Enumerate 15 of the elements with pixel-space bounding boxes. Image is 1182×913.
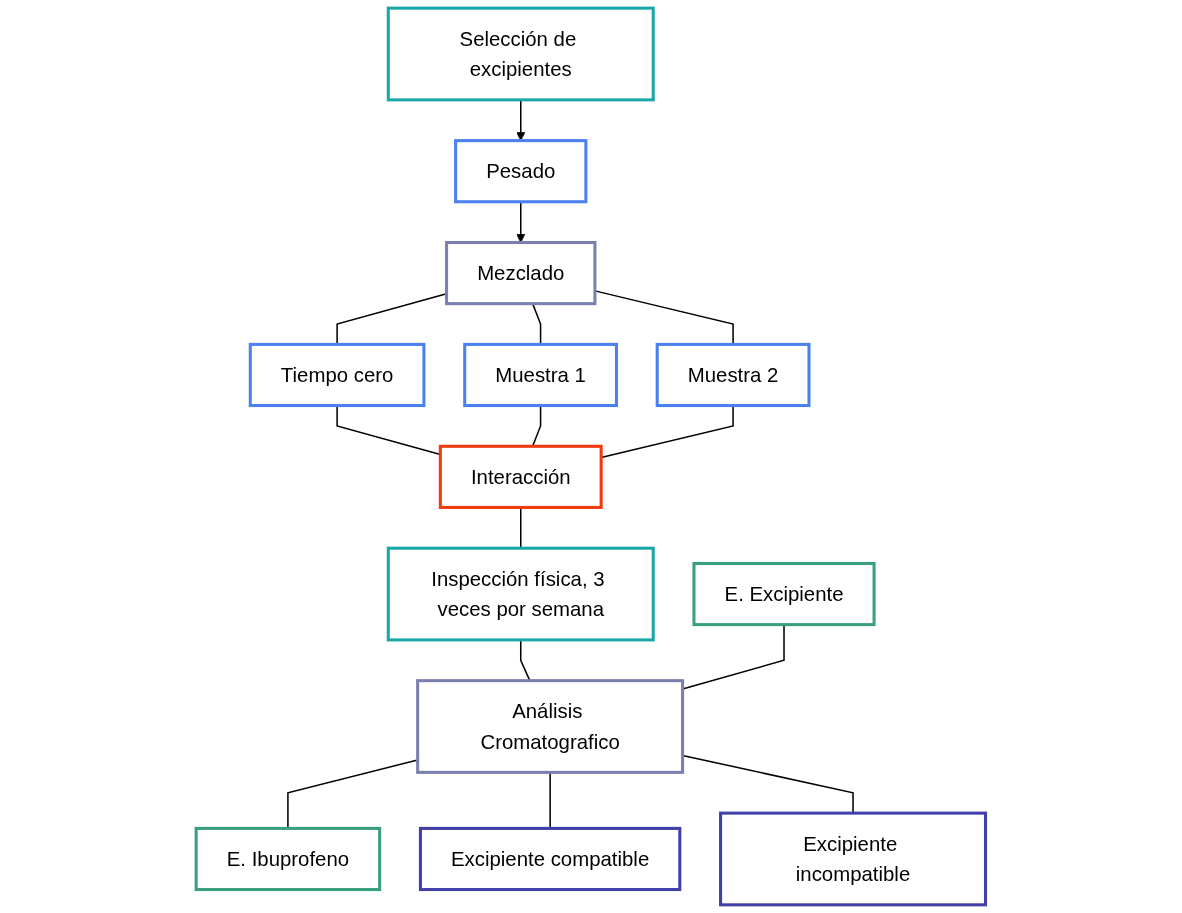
- arrow: [516, 99, 526, 141]
- node-box: Excipiente compatible: [419, 826, 682, 892]
- arrow: [516, 201, 526, 243]
- node-box: Muestra 1: [463, 342, 619, 408]
- node-box: Pesado: [454, 139, 588, 204]
- node-box: Interacción: [438, 444, 603, 509]
- node-box: Selección de excipientes: [386, 6, 655, 102]
- node-box: E. Ibuprofeno: [194, 826, 382, 892]
- node-box: Análisis Cromatografico: [416, 679, 685, 774]
- node-box: Muestra 2: [655, 342, 811, 408]
- node-box: E. Excipiente: [692, 561, 876, 627]
- node-box: Inspección física, 3 veces por semana: [386, 546, 655, 642]
- node-box: Excipiente incompatible: [719, 811, 988, 907]
- node-box: Mezclado: [445, 241, 597, 306]
- node-box: Tiempo cero: [248, 342, 426, 408]
